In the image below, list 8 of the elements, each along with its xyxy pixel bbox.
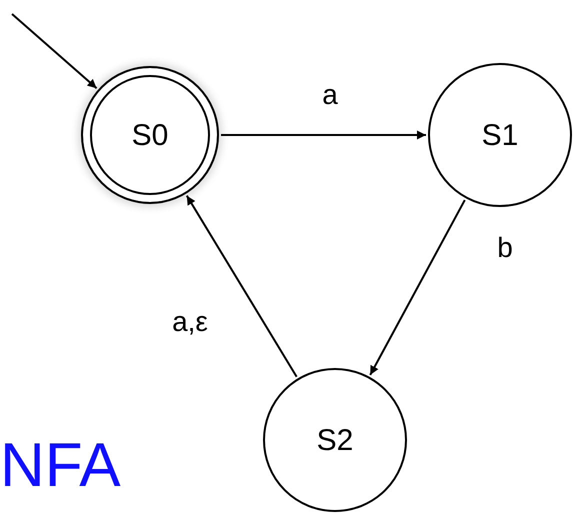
title: NFA (0, 435, 121, 497)
arrow (221, 130, 426, 140)
state-name: S0 (132, 118, 168, 154)
arrow (186, 195, 298, 378)
state-name: S1 (482, 118, 518, 154)
arrow (11, 13, 98, 89)
state-name: S2 (316, 422, 354, 458)
arrow (369, 200, 466, 376)
